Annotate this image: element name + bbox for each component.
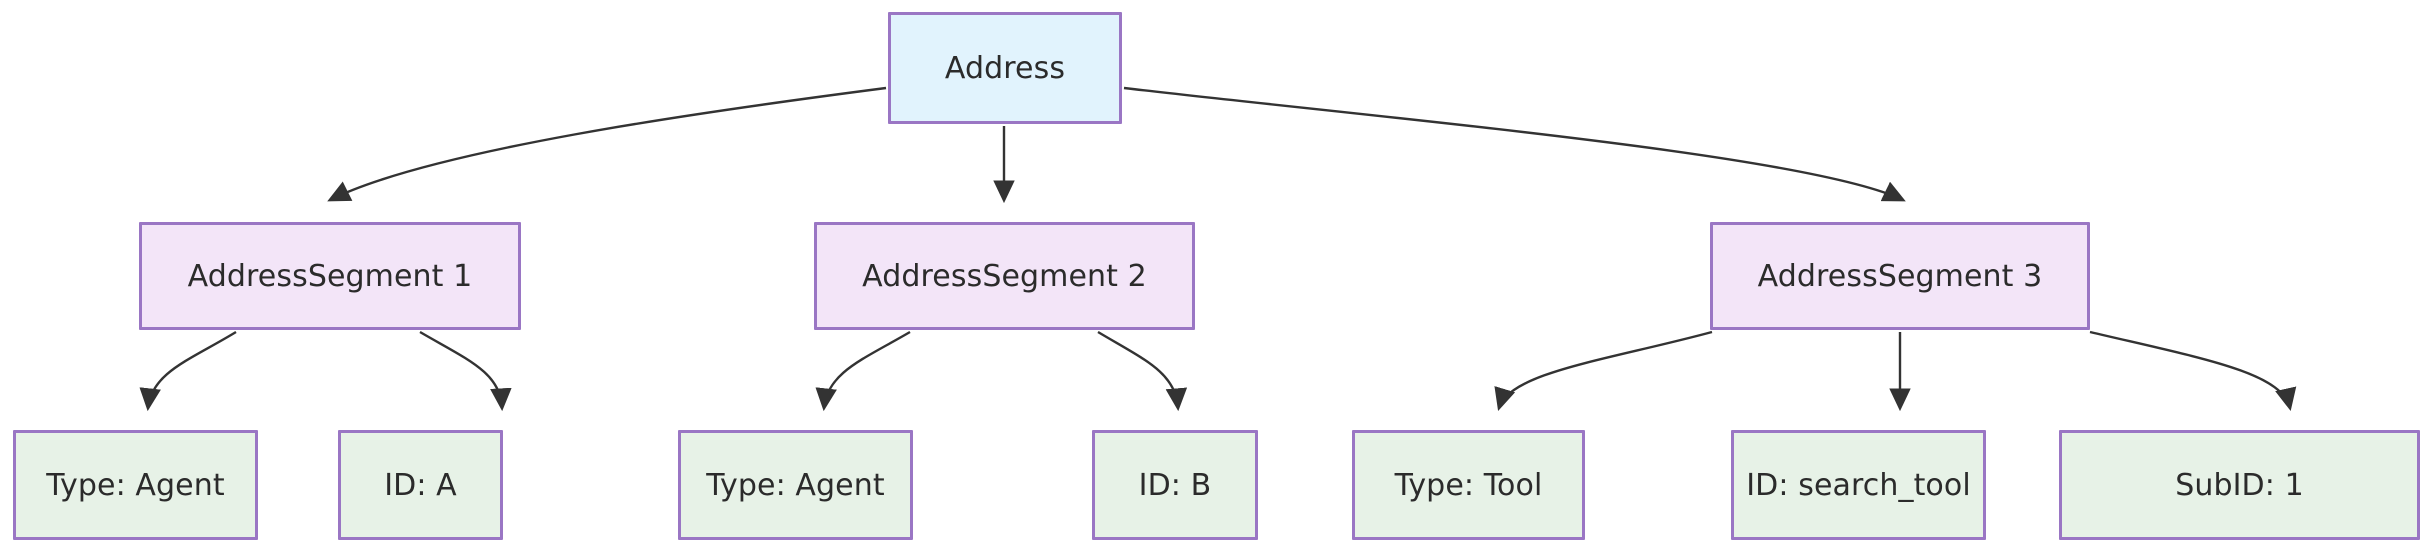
edge-seg2-leaf3	[815, 330, 911, 412]
node-seg2[interactable]: AddressSegment 2	[814, 222, 1195, 330]
node-leaf3[interactable]: Type: Agent	[678, 430, 913, 540]
node-leaf1[interactable]: Type: Agent	[13, 430, 258, 540]
node-address[interactable]: Address	[888, 12, 1122, 124]
edge-address-seg3	[1123, 86, 1906, 202]
node-leaf2-label: ID: A	[384, 467, 457, 503]
node-seg2-label: AddressSegment 2	[862, 258, 1147, 294]
node-leaf1-label: Type: Agent	[46, 467, 225, 503]
node-leaf4[interactable]: ID: B	[1092, 430, 1258, 540]
edge-address-seg1	[327, 86, 887, 202]
node-leaf6[interactable]: ID: search_tool	[1731, 430, 1986, 540]
node-leaf6-label: ID: search_tool	[1746, 467, 1971, 503]
edge-seg2-leaf4	[1097, 330, 1188, 412]
edge-seg3-leaf7	[2089, 330, 2297, 412]
node-leaf7[interactable]: SubID: 1	[2059, 430, 2420, 540]
node-leaf7-label: SubID: 1	[2175, 467, 2304, 503]
node-seg3-label: AddressSegment 3	[1757, 258, 2043, 294]
node-seg3[interactable]: AddressSegment 3	[1710, 222, 2090, 330]
node-address-label: Address	[944, 50, 1066, 86]
node-seg1-label: AddressSegment 1	[187, 258, 473, 294]
edge-seg3-leaf5	[1494, 330, 1713, 411]
node-seg1[interactable]: AddressSegment 1	[139, 222, 521, 330]
node-leaf5[interactable]: Type: Tool	[1352, 430, 1585, 540]
edge-seg1-leaf1	[139, 330, 237, 412]
node-leaf3-label: Type: Agent	[706, 467, 885, 503]
edge-seg1-leaf2	[419, 330, 512, 412]
node-leaf4-label: ID: B	[1138, 467, 1212, 503]
node-leaf5-label: Type: Tool	[1394, 467, 1543, 503]
node-leaf2[interactable]: ID: A	[338, 430, 503, 540]
